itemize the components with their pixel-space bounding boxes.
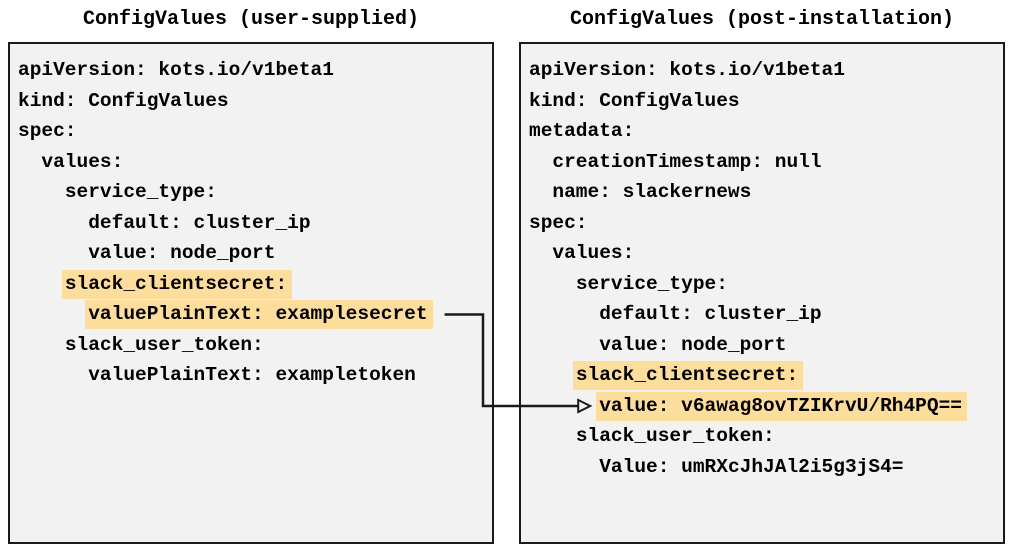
code-line: spec: <box>529 208 997 239</box>
code-line: metadata: <box>529 116 997 147</box>
code-text: slack_user_token: <box>64 333 264 356</box>
code-text: service_type: <box>575 272 728 295</box>
code-line: service_type: <box>18 177 486 208</box>
code-text: apiVersion: kots.io/v1beta1 <box>18 59 334 81</box>
code-text: name: slackernews <box>552 181 752 203</box>
code-text: spec: <box>18 120 77 142</box>
code-line: slack_clientsecret: <box>18 269 486 300</box>
code-line: value: node_port <box>18 238 486 269</box>
code-line: default: cluster_ip <box>18 208 486 239</box>
code-line: apiVersion: kots.io/v1beta1 <box>18 55 486 86</box>
code-text: value: node_port <box>599 333 787 356</box>
code-text: default: cluster_ip <box>599 303 822 325</box>
code-text: spec: <box>529 211 588 234</box>
code-text: default: cluster_ip <box>88 211 311 234</box>
highlighted-code-text: valuePlainText: examplesecret <box>85 300 433 329</box>
code-text: value: node_port <box>88 242 276 264</box>
code-line: slack_user_token: <box>529 421 997 452</box>
code-line: slack_clientsecret: <box>529 360 997 391</box>
code-line: value: v6awag8ovTZIKrvU/Rh4PQ== <box>529 391 997 422</box>
code-line: values: <box>529 238 997 269</box>
code-line: value: node_port <box>529 330 997 361</box>
left-panel-title: ConfigValues (user-supplied) <box>82 8 420 31</box>
code-line: service_type: <box>529 269 997 300</box>
code-text: metadata: <box>529 120 635 142</box>
code-line: slack_user_token: <box>18 330 486 361</box>
code-text: values: <box>41 150 124 173</box>
code-line: valuePlainText: exampletoken <box>18 360 486 391</box>
code-text: creationTimestamp: null <box>552 150 822 173</box>
code-line: spec: <box>18 116 486 147</box>
code-text: Value: umRXcJhJAl2i5g3jS4= <box>599 455 904 478</box>
code-text: kind: ConfigValues <box>529 89 740 112</box>
code-line: Value: umRXcJhJAl2i5g3jS4= <box>529 452 997 483</box>
code-line: valuePlainText: examplesecret <box>18 299 486 330</box>
highlighted-code-text: slack_clientsecret: <box>572 361 804 390</box>
right-panel-title: ConfigValues (post-installation) <box>569 8 955 31</box>
code-line: apiVersion: kots.io/v1beta1 <box>529 55 997 86</box>
code-line: values: <box>18 147 486 178</box>
code-text: apiVersion: kots.io/v1beta1 <box>529 59 845 81</box>
code-line: default: cluster_ip <box>529 299 997 330</box>
code-line: creationTimestamp: null <box>529 147 997 178</box>
code-text: valuePlainText: exampletoken <box>88 364 416 386</box>
code-line: name: slackernews <box>529 177 997 208</box>
left-config-panel: apiVersion: kots.io/v1beta1 kind: ConfigV… <box>8 42 494 544</box>
highlighted-code-text: slack_clientsecret: <box>61 269 293 299</box>
right-config-panel: apiVersion: kots.io/v1beta1 kind: ConfigV… <box>519 42 1005 544</box>
highlighted-code-text: value: v6awag8ovTZIKrvU/Rh4PQ== <box>596 391 967 421</box>
code-text: kind: ConfigValues <box>18 89 229 112</box>
code-line: kind: ConfigValues <box>529 86 997 117</box>
code-text: values: <box>552 242 635 264</box>
code-text: slack_user_token: <box>575 425 775 447</box>
code-text: service_type: <box>64 181 217 203</box>
code-line: kind: ConfigValues <box>18 86 486 117</box>
